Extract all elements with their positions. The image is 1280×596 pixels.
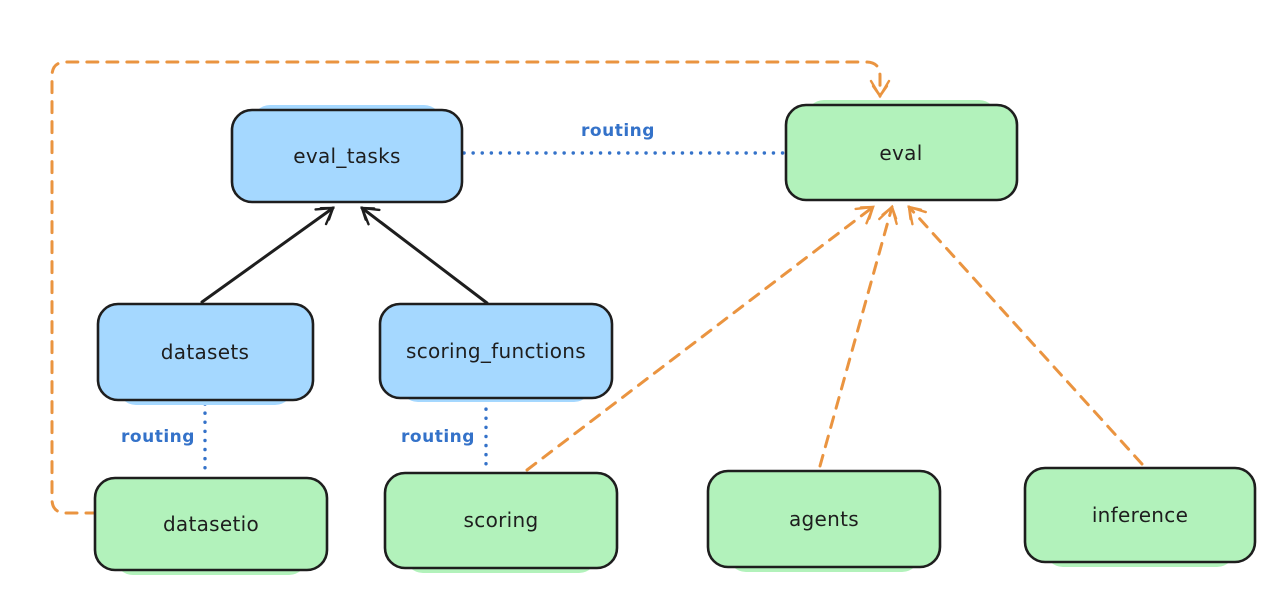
node-datasetio: datasetio	[93, 476, 329, 575]
node-datasets-label: datasets	[161, 340, 249, 364]
edge-label-routing-eval-tasks-eval: routing	[581, 121, 655, 141]
node-agents-box	[706, 469, 942, 569]
node-scoring-functions-label: scoring_functions	[406, 339, 586, 363]
edge-scoring-functions-to-eval-tasks	[360, 206, 489, 305]
edge-datasetio-to-eval-loop	[50, 60, 891, 515]
node-inference: inference	[1023, 466, 1257, 567]
node-scoring: scoring	[383, 471, 619, 573]
node-eval-tasks-box	[230, 108, 464, 204]
node-datasetio-label: datasetio	[163, 512, 259, 536]
edge-agents-to-eval	[818, 204, 898, 468]
edge-datasets-to-eval-tasks	[200, 206, 335, 304]
node-datasetio-box	[93, 476, 329, 572]
node-eval: eval	[784, 100, 1019, 202]
edge-label-routing-datasets-datasetio: routing	[121, 427, 195, 447]
edge-scoring-to-eval	[525, 205, 875, 472]
node-scoring-functions-box	[378, 302, 614, 400]
node-inference-label: inference	[1092, 503, 1188, 527]
node-scoring-functions: scoring_functions	[378, 302, 614, 402]
node-scoring-box	[383, 471, 619, 570]
node-agents-label: agents	[789, 507, 859, 531]
edge-label-routing-scoring-functions-scoring: routing	[401, 427, 475, 447]
node-inference-box	[1023, 466, 1257, 564]
node-agents: agents	[706, 469, 942, 572]
node-datasets: datasets	[96, 302, 315, 405]
node-scoring-label: scoring	[464, 508, 539, 532]
node-eval-tasks: eval_tasks	[230, 105, 464, 204]
node-eval-label: eval	[879, 141, 922, 165]
node-eval-box	[784, 103, 1019, 202]
edge-inference-to-eval	[907, 205, 1144, 466]
node-datasets-box	[96, 302, 315, 402]
node-eval-tasks-label: eval_tasks	[293, 144, 400, 168]
